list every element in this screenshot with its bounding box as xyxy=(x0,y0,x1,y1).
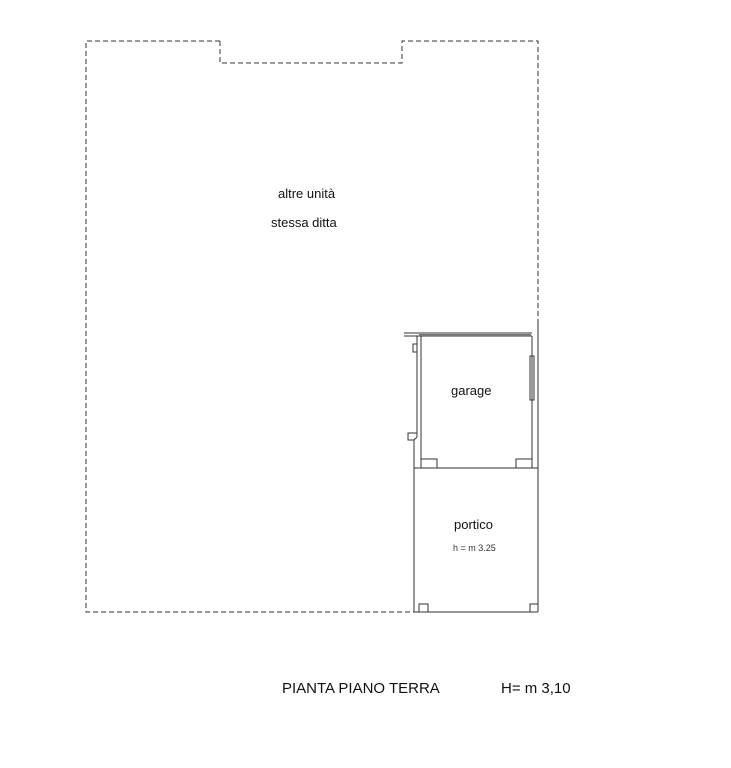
other-units-label-line1: altre unità xyxy=(278,186,336,201)
portico-label: portico xyxy=(454,517,494,532)
garage-label: garage xyxy=(451,383,492,398)
garage-walls xyxy=(404,320,539,612)
plan-height-label: H= m 3,10 xyxy=(501,680,571,697)
portico-walls xyxy=(414,603,538,613)
portico-height-label: h = m 3.25 xyxy=(453,543,496,553)
other-units-label-line2: stessa ditta xyxy=(271,215,337,230)
plan-title: PIANTA PIANO TERRA xyxy=(282,680,440,697)
other-units-boundary xyxy=(85,40,539,613)
